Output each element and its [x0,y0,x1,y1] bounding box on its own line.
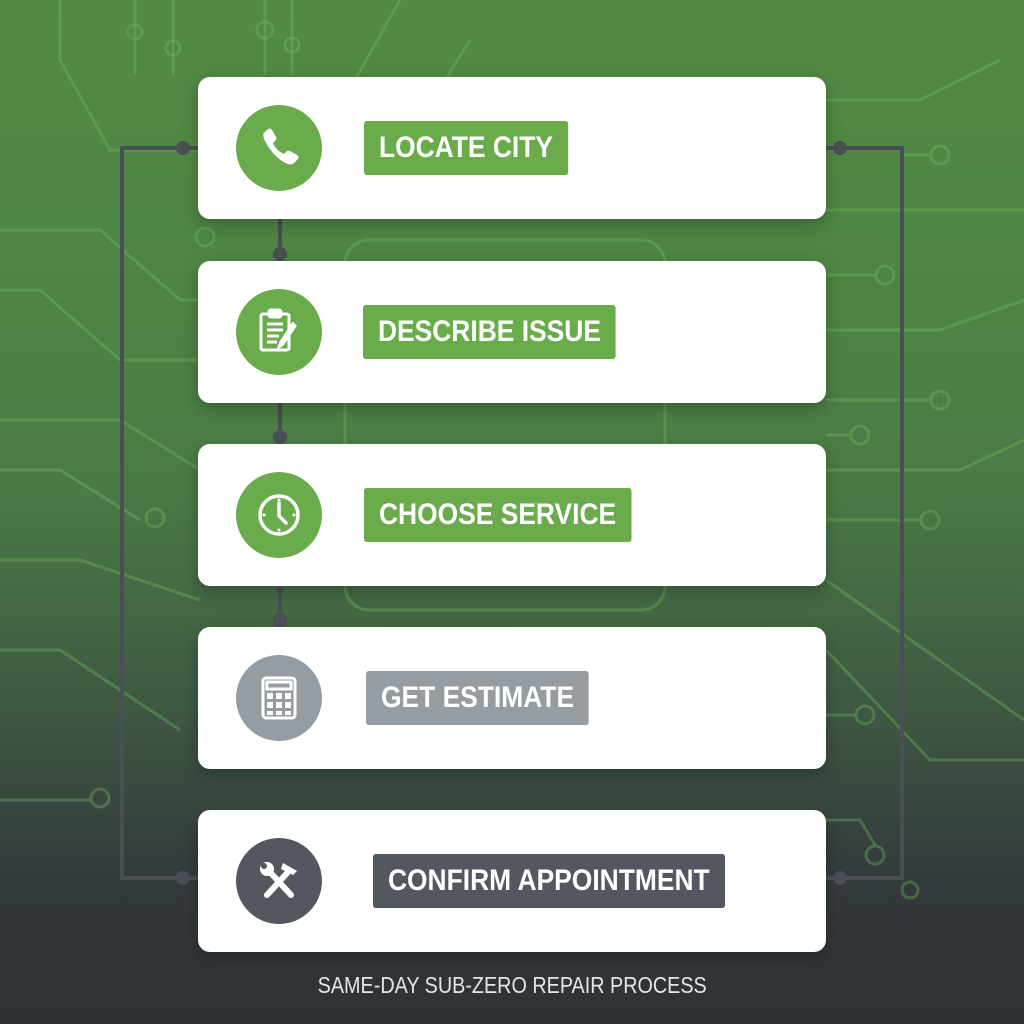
step-card-choose-service[interactable]: CHOOSE SERVICE [198,444,826,586]
calculator-icon [236,655,322,741]
step-label: CHOOSE SERVICE [364,488,632,542]
clipboard-icon [236,289,322,375]
diagram-caption: SAME-DAY SUB-ZERO REPAIR PROCESS [0,972,1024,999]
step-label: GET ESTIMATE [366,671,590,725]
step-card-get-estimate[interactable]: GET ESTIMATE [198,627,826,769]
step-label: DESCRIBE ISSUE [363,305,616,359]
step-card-describe-issue[interactable]: DESCRIBE ISSUE [198,261,826,403]
step-card-locate-city[interactable]: LOCATE CITY [198,77,826,219]
tools-icon [236,838,322,924]
step-card-confirm-appointment[interactable]: CONFIRM APPOINTMENT [198,810,826,952]
caption-text: SAME-DAY SUB-ZERO REPAIR PROCESS [317,972,707,998]
step-label: LOCATE CITY [364,121,568,175]
step-label: CONFIRM APPOINTMENT [373,854,725,908]
clock-icon [236,472,322,558]
phone-icon [236,105,322,191]
